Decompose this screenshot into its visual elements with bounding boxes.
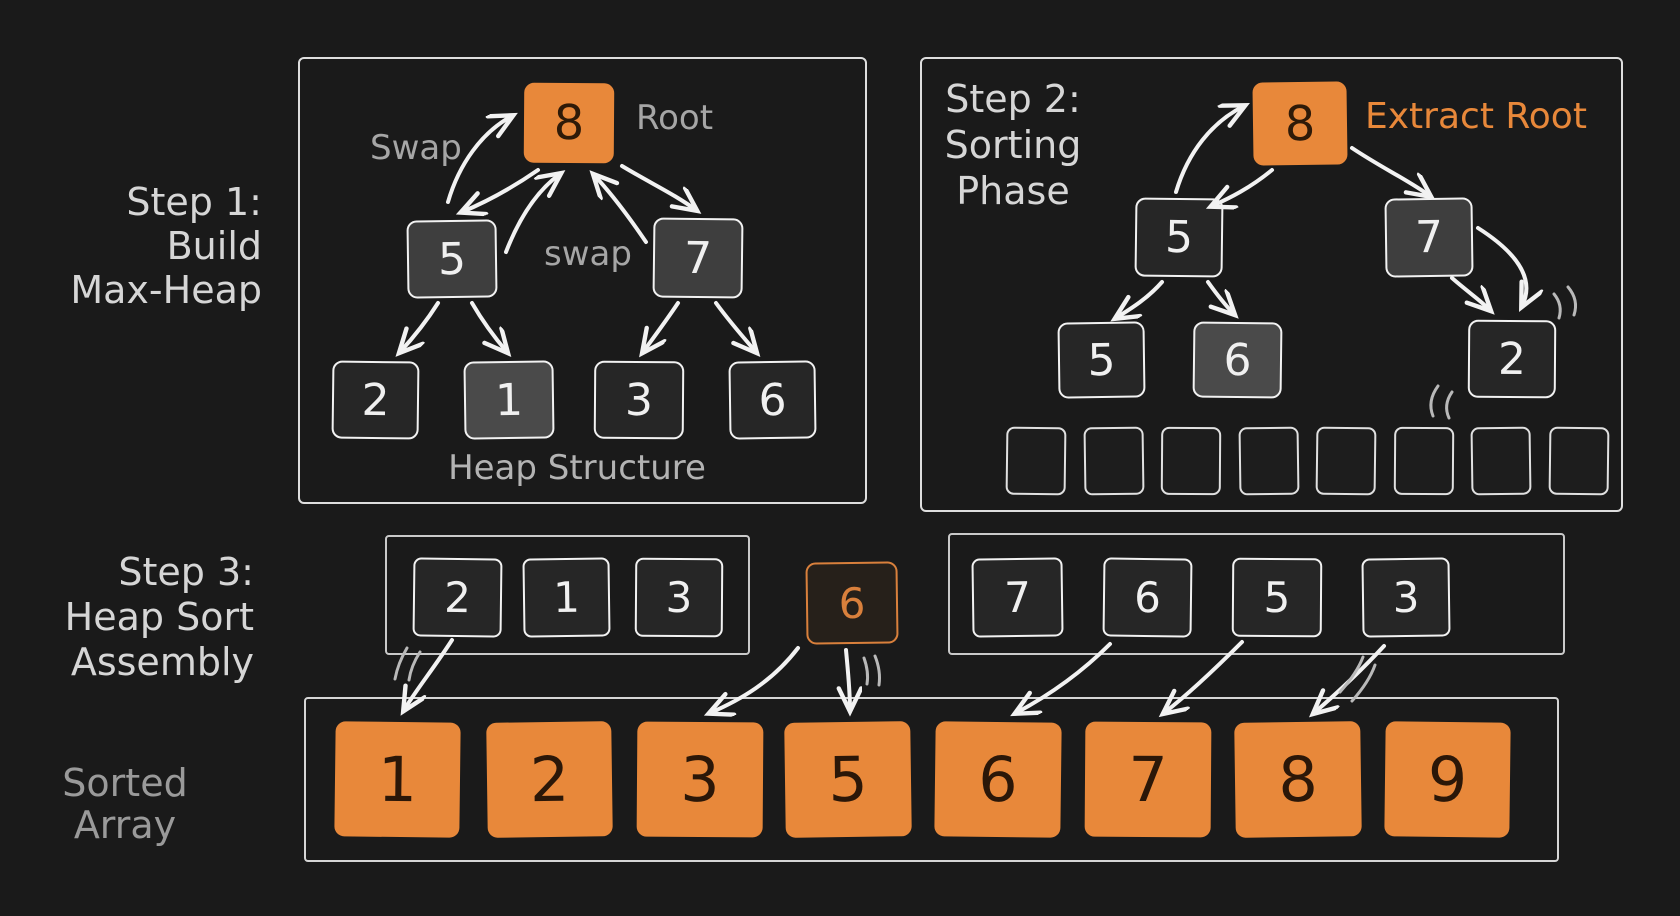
- sorted-cell: 2: [486, 721, 613, 838]
- tree1-left-child-node: 5: [406, 219, 498, 299]
- shake-mark: [1338, 655, 1365, 694]
- tree1-root-node: 8: [523, 82, 615, 164]
- left-array-value: 1: [552, 572, 581, 623]
- shake-mark: [1350, 663, 1377, 703]
- step3-label-line: Step 3:: [118, 550, 254, 594]
- panel-sorting-phase: [920, 57, 1623, 512]
- tree1-leaf-value: 1: [494, 374, 524, 426]
- step1-label-line: Max-Heap: [70, 268, 262, 312]
- sorted-value: 5: [827, 742, 869, 817]
- sorted-cell: 6: [934, 721, 1062, 838]
- sorted-cell: 3: [636, 721, 764, 838]
- tree2-leaf-node: 5: [1057, 321, 1146, 399]
- sorted-value: 1: [377, 742, 418, 817]
- sorted-value: 9: [1427, 742, 1468, 817]
- empty-slot: [1238, 426, 1300, 496]
- sorted-value: 2: [529, 742, 570, 817]
- empty-slot: [1315, 426, 1377, 496]
- step2-label: Step 2: Sorting Phase: [928, 76, 1098, 214]
- sorted-array-label: Sorted Array: [25, 762, 225, 846]
- tree1-leaf-node: 3: [593, 360, 685, 440]
- tree1-left-child-value: 5: [437, 233, 467, 285]
- root-annotation: Root: [636, 98, 714, 138]
- left-array-cell: 3: [634, 557, 724, 638]
- step1-label: Step 1: Build Max-Heap: [20, 180, 262, 312]
- left-array-value: 2: [443, 572, 472, 623]
- sorted-cell: 9: [1384, 721, 1511, 838]
- sorted-cell: 5: [784, 721, 912, 838]
- right-array-cell: 7: [971, 557, 1064, 638]
- tree1-leaf-value: 6: [758, 374, 787, 426]
- shake-mark: [407, 650, 422, 682]
- step3-label-line: Assembly: [70, 640, 254, 684]
- tree1-leaf-node: 6: [728, 360, 817, 440]
- step2-label-line: Sorting: [944, 123, 1082, 167]
- sorted-value: 7: [1128, 742, 1168, 817]
- tree2-right-child-node: 7: [1384, 197, 1474, 278]
- empty-slot: [1393, 426, 1455, 496]
- empty-slot: [1470, 426, 1532, 496]
- extracted-value-cell: 6: [805, 561, 899, 645]
- step2-label-line: Step 2:: [945, 77, 1081, 121]
- shake-mark: [862, 656, 870, 686]
- sorted-array-label-line: Sorted: [62, 761, 188, 805]
- sorted-array-label-line: Array: [73, 803, 177, 847]
- right-array-container: [948, 533, 1565, 655]
- step3-label: Step 3: Heap Sort Assembly: [20, 550, 254, 685]
- heap-structure-caption: Heap Structure: [448, 448, 706, 488]
- empty-slot: [1548, 426, 1610, 496]
- left-array-cell: 2: [412, 557, 503, 638]
- panel-build-max-heap: [298, 57, 867, 504]
- right-array-cell: 5: [1231, 557, 1323, 638]
- right-array-value: 3: [1392, 572, 1420, 623]
- tree2-leaf-value: 5: [1087, 334, 1116, 386]
- sorted-value: 8: [1277, 742, 1319, 817]
- tree1-root-value: 8: [553, 94, 585, 152]
- tree2-right-child-value: 7: [1414, 211, 1444, 264]
- tree1-right-child-node: 7: [652, 217, 744, 299]
- left-array-value: 3: [665, 572, 693, 623]
- step3-label-line: Heap Sort: [64, 595, 254, 639]
- tree1-leaf-value: 2: [361, 374, 390, 426]
- tree2-leaf-node: 2: [1467, 319, 1557, 399]
- right-array-value: 5: [1263, 572, 1291, 623]
- tree2-left-child-value: 5: [1164, 211, 1194, 264]
- tree2-left-child-node: 5: [1134, 197, 1224, 278]
- tree1-leaf-node: 1: [463, 360, 555, 440]
- right-array-value: 6: [1133, 572, 1162, 623]
- tree2-leaf-node: 6: [1192, 321, 1283, 399]
- right-array-cell: 3: [1361, 557, 1451, 638]
- swap-annotation-lower: swap: [544, 234, 632, 274]
- sorted-value: 3: [680, 742, 720, 817]
- shake-mark: [873, 654, 881, 687]
- step1-label-line: Step 1:: [126, 180, 262, 224]
- tree1-right-child-value: 7: [683, 232, 713, 284]
- left-array-container: [385, 535, 750, 655]
- sorted-array-container: [304, 697, 1559, 862]
- step1-label-line: Build: [166, 224, 262, 268]
- swap-annotation-upper: Swap: [370, 128, 462, 168]
- tree2-root-value: 8: [1284, 95, 1316, 152]
- extract-root-annotation: Extract Root: [1365, 96, 1587, 137]
- tree2-leaf-value: 6: [1223, 334, 1252, 386]
- sorted-cell: 8: [1234, 721, 1362, 838]
- tree1-leaf-node: 2: [331, 360, 420, 440]
- sorted-value: 6: [977, 742, 1019, 817]
- empty-slot: [1005, 426, 1067, 496]
- empty-slot: [1160, 426, 1222, 496]
- extracted-value: 6: [838, 578, 866, 628]
- empty-slot: [1083, 426, 1145, 496]
- right-array-cell: 6: [1102, 557, 1193, 638]
- tree1-leaf-value: 3: [624, 374, 654, 426]
- tree2-root-node: 8: [1252, 81, 1348, 166]
- right-array-value: 7: [1003, 572, 1032, 623]
- left-array-cell: 1: [522, 557, 611, 638]
- sorted-cell: 1: [334, 721, 461, 838]
- step2-label-line: Phase: [956, 169, 1070, 213]
- tree2-leaf-value: 2: [1497, 333, 1527, 385]
- sorted-cell: 7: [1084, 721, 1212, 838]
